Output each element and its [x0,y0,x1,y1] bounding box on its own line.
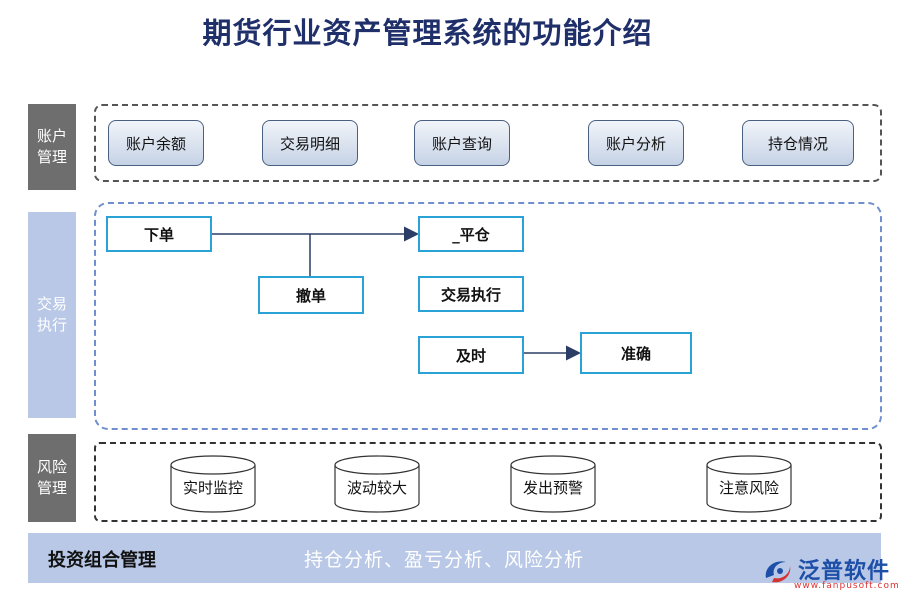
portfolio-title: 投资组合管理 [48,550,156,571]
logo-name: 泛普软件 [798,559,891,584]
cylinder-shape [170,455,256,513]
trade-label-line1: 交易 [36,295,67,313]
risk-attention-label: 注意风险 [718,479,779,497]
large-volatility-cylinder: 波动较大 [334,455,420,513]
cylinder-shape [334,455,420,513]
accurate-box: 准确 [580,332,692,374]
portfolio-management-bar: 投资组合管理 持仓分析、盈亏分析、风险分析 [28,533,881,583]
timely-box: 及时 [418,336,524,374]
risk-label-line1: 风险 [36,458,67,476]
large-volatility-label: 波动较大 [346,479,407,497]
account-balance-button[interactable]: 账户余额 [108,120,204,166]
fanpu-logo-icon [765,561,791,583]
trade-label-line2: 执行 [36,316,67,334]
account-query-button[interactable]: 账户查询 [414,120,510,166]
logo-url: www.fanpusoft.com [794,581,900,591]
close-position-box: _平仓 [418,216,524,252]
order-box: 下单 [106,216,212,252]
realtime-monitoring-cylinder: 实时监控 [170,455,256,513]
account-label-line1: 账户 [36,127,67,145]
issue-warning-label: 发出预警 [522,479,583,497]
fanpu-logo: 泛普软件 www.fanpusoft.com [760,552,899,596]
account-frame [94,104,882,182]
trade-frame [94,202,882,430]
account-analysis-button[interactable]: 账户分析 [588,120,684,166]
risk-attention-cylinder: 注意风险 [706,455,792,513]
account-label-line2: 管理 [36,148,67,166]
portfolio-items: 持仓分析、盈亏分析、风险分析 [304,549,585,571]
risk-section-label: 风险管理 [28,434,76,522]
transaction-detail-button[interactable]: 交易明细 [262,120,358,166]
diagram-title: 期货行业资产管理系统的功能介绍 [202,16,653,50]
risk-frame [94,442,882,522]
realtime-monitoring-label: 实时监控 [182,479,243,497]
cancel-order-box: 撤单 [258,276,364,314]
cylinder-shape [706,455,792,513]
risk-label-line2: 管理 [36,479,67,497]
position-status-button[interactable]: 持仓情况 [742,120,854,166]
cylinder-shape [510,455,596,513]
issue-warning-cylinder: 发出预警 [510,455,596,513]
account-section-label: 账户管理 [28,104,76,190]
trade-section-label: 交易执行 [28,212,76,418]
trade-execution-box: 交易执行 [418,276,524,312]
